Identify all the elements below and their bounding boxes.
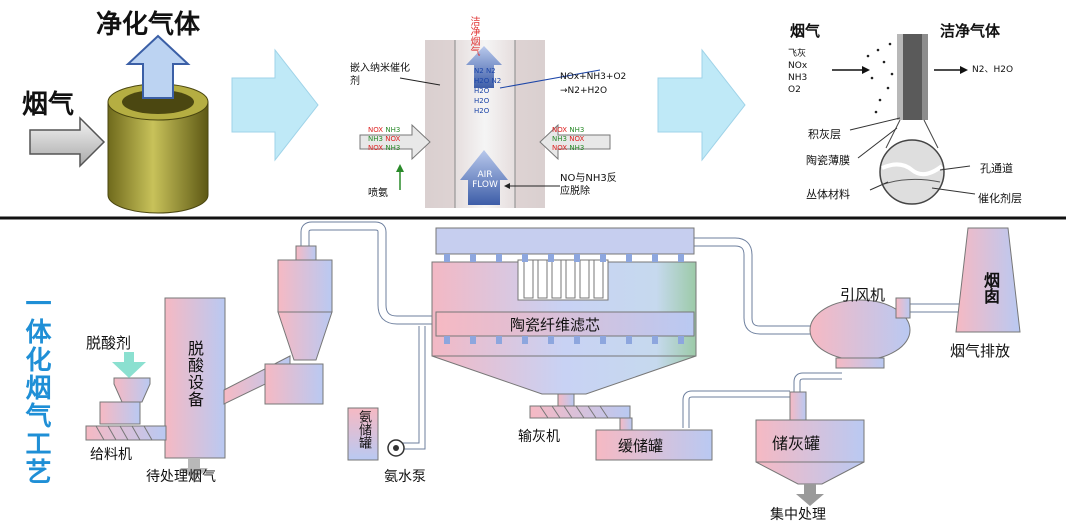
removal-pointer-head — [504, 183, 510, 189]
membrane-clean-gas-label: 洁净气体 — [940, 22, 1001, 40]
membrane-pointers — [849, 117, 976, 195]
embedded-catalyst-label: 嵌入纳米催化剂 — [350, 63, 410, 87]
denitration-agent-label: 脱酸剂 — [86, 334, 132, 352]
denitration-equipment — [164, 297, 226, 459]
catalytic-cylinder — [107, 83, 209, 214]
ammonia-spray-label: 喷氨 — [368, 188, 388, 199]
ash-storage-label: 储灰罐 — [772, 434, 821, 453]
central-processing-label: 集中处理 — [770, 507, 826, 523]
membrane-wall — [897, 34, 928, 120]
process-arrow-2 — [657, 48, 746, 162]
ammonia-pump-label: 氨水泵 — [384, 469, 426, 485]
n2-h2o-cluster: N2 N2 H2O N2 H2O H2O H2O — [474, 67, 502, 115]
ceramic-film-label: 陶瓷薄膜 — [806, 154, 850, 167]
filter-nozzles — [444, 254, 684, 344]
clean-gas-arrow — [125, 34, 191, 99]
denitration-equipment-label: 脱酸设备 — [185, 340, 204, 408]
bulk-material-label: 丛体材料 — [806, 188, 850, 201]
flue-gas-arrow — [29, 116, 106, 168]
filter-hopper — [431, 355, 697, 395]
inlet-arrow — [180, 458, 208, 480]
ceramic-filter-label: 陶瓷纤维滤芯 — [510, 316, 601, 334]
pore-magnifier — [879, 119, 945, 205]
catalyst-layer-label: 催化剂层 — [978, 192, 1022, 205]
filter-element-bar — [435, 311, 695, 337]
ash-layer-label: 积灰层 — [808, 128, 841, 141]
filter-top-header — [435, 227, 695, 255]
removal-label: NO与NH3反应脱除 — [560, 173, 617, 197]
clean-flow-arrow — [466, 46, 502, 88]
feeder-screw — [85, 425, 167, 441]
air-flow-label: AIR FLOW — [472, 170, 498, 190]
buffer-tank — [595, 429, 713, 461]
process-title: 一体化烟气工艺 — [21, 290, 51, 486]
induced-fan-label: 引风机 — [840, 286, 886, 304]
feeder-label: 给料机 — [90, 447, 132, 463]
spray-arrow-head — [396, 164, 404, 172]
nox-left-arrow — [359, 123, 431, 161]
air-flow-arrow — [460, 150, 508, 205]
ash-storage-tank — [755, 419, 865, 463]
reaction-line-1: NOx+NH3+O2 — [560, 72, 627, 82]
nox-right-arrow — [539, 123, 611, 161]
cyclone-top — [277, 259, 333, 313]
ammonia-tank — [347, 407, 379, 461]
pipes — [300, 221, 962, 450]
clean-gas-label: 净化气体 — [96, 10, 201, 40]
flue-gas-label: 烟气 — [22, 90, 75, 120]
membrane-flue-gas-label: 烟气 — [790, 22, 821, 40]
nox-nh3-right: NOX NH3 NH3 NOX NOX NH3 — [552, 126, 585, 152]
ash-dots — [866, 42, 894, 114]
feed-hopper — [113, 377, 151, 403]
ash-conveyor-label: 输灰机 — [518, 429, 560, 445]
reaction-pointer — [499, 69, 601, 89]
discharge-arrow — [796, 484, 824, 506]
chimney — [955, 227, 1021, 333]
reaction-line-2: →N2+H2O — [560, 86, 608, 96]
pore-channel-label: 孔通道 — [980, 162, 1013, 175]
ammonia-tank-label: 氨储罐 — [356, 410, 371, 449]
nox-nh3-left: NOX NH3 NH3 NOX NOX NH3 — [368, 126, 401, 152]
agent-arrow — [112, 352, 146, 378]
induced-fan — [809, 299, 911, 361]
filter-candles — [523, 259, 604, 299]
cyclone-hopper — [264, 363, 324, 405]
clean-flue-gas-label: 洁净烟气 — [468, 16, 479, 56]
process-arrow-1 — [231, 48, 319, 162]
cyclone-cone — [277, 311, 333, 361]
exhaust-label: 烟气排放 — [950, 342, 1011, 360]
flue-gas-to-treat-label: 待处理烟气 — [146, 469, 216, 485]
membrane-outputs: N2、H2O — [972, 65, 1014, 75]
catalyst-pointer — [399, 77, 441, 86]
buffer-tank-label: 缓储罐 — [618, 437, 664, 455]
chimney-label: 烟囱 — [981, 272, 1000, 304]
